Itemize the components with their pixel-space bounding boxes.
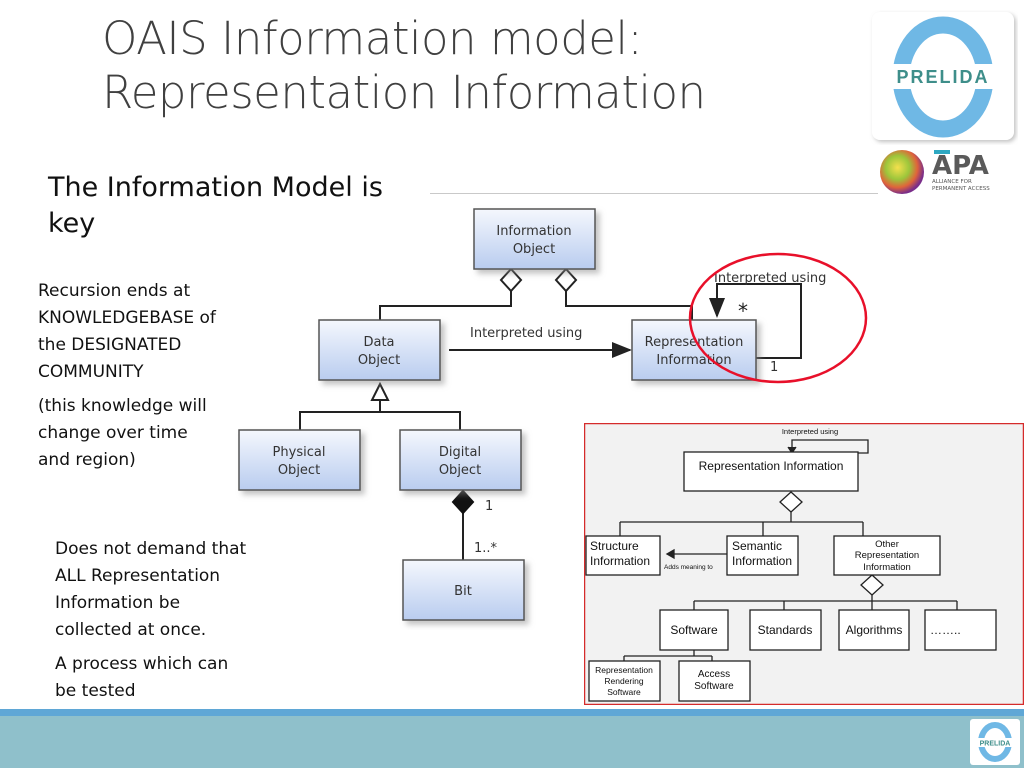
prelida-logo-text: PRELIDA [896, 67, 989, 87]
inset-box-algorithms: Algorithms [838, 609, 910, 651]
inset-box-label: Software [694, 681, 734, 692]
inset-label-adds-meaning: Adds meaning to [664, 564, 713, 571]
slide-title: OAIS Information model: Representation I… [102, 12, 842, 120]
footer-logo-text: PRELIDA [980, 741, 1011, 748]
note-recursion-block: Recursion ends at KNOWLEDGEBASE of the D… [38, 278, 248, 481]
label-interpreted-using: Interpreted using [470, 326, 582, 341]
apa-globe-icon [880, 150, 924, 194]
box-label: Object [439, 463, 481, 478]
box-label: Object [513, 242, 555, 257]
apa-tagline-2: PERMANENT ACCESS [932, 186, 990, 192]
inset-box-representation-information: Representation Information [683, 451, 859, 492]
note-line: (this knowledge will [38, 396, 207, 416]
box-physical-object: Physical Object [238, 429, 361, 491]
diagram-connectors [299, 283, 802, 560]
slide-title-line1: OAIS Information model: [102, 12, 643, 65]
slide-subtitle-line2: key [48, 208, 96, 239]
box-label: Physical [273, 445, 326, 460]
inset-box-label: Information [590, 554, 650, 568]
note-recursion: Recursion ends at KNOWLEDGEBASE of the D… [38, 278, 248, 386]
label-interpreted-using-loop: Interpreted using [714, 271, 826, 286]
box-label: Object [278, 463, 320, 478]
aggregation-diamond [499, 267, 523, 293]
inset-box-ellipsis: …….. [924, 609, 997, 651]
label-multiplicity-star: * [738, 299, 748, 323]
box-label: Data [363, 335, 394, 350]
composition-diamond [451, 489, 475, 515]
note-demand: Does not demand that ALL Representation … [55, 536, 270, 644]
note-line: A process which can [55, 654, 229, 674]
box-label: Information [496, 224, 571, 239]
footer-stripe [0, 709, 1024, 716]
inset-box-semantic-information: Semantic Information [726, 535, 799, 576]
inset-box-label: Access [698, 669, 730, 680]
box-digital-object: Digital Object [399, 429, 522, 491]
inset-box-software: Software [659, 609, 729, 651]
inset-box-label: Representation [595, 665, 653, 675]
label-multiplicity-one: 1 [485, 499, 493, 514]
box-representation-information: Representation Information [631, 319, 757, 381]
inset-box-label: Semantic [732, 539, 782, 553]
box-information-object: Information Object [473, 208, 596, 270]
footer-prelida-logo: PRELIDA [970, 719, 1020, 765]
note-line: Does not demand that [55, 539, 247, 559]
prelida-logo: PRELIDA [872, 12, 1014, 140]
inset-box-label: Information [732, 554, 792, 568]
oais-information-model-diagram: Information Object Data Object Represent… [238, 208, 868, 621]
slide-subtitle-line1: The Information Model is [48, 172, 383, 203]
box-label: Information [656, 353, 731, 368]
note-process: A process which can be tested [55, 651, 270, 705]
note-line: COMMUNITY [38, 362, 144, 382]
inset-box-structure-information: Structure Information [585, 535, 661, 576]
inset-box-label: Information [863, 562, 911, 573]
note-line: KNOWLEDGEBASE of [38, 308, 216, 328]
footer-bar [0, 716, 1024, 768]
inset-box-label: Algorithms [846, 623, 903, 637]
inset-box-label: Standards [758, 623, 813, 637]
generalization-triangle [370, 381, 390, 401]
inset-box-label: Representation [855, 550, 919, 561]
box-bit: Bit [402, 559, 525, 621]
note-line: ALL Representation [55, 566, 221, 586]
inset-box-label: Software [607, 687, 641, 697]
inset-box-access-software: Access Software [678, 660, 751, 702]
note-line: change over time [38, 423, 188, 443]
apa-logo: APA ALLIANCE FOR PERMANENT ACCESS [880, 150, 990, 194]
note-line: and region) [38, 450, 136, 470]
note-demand-block: Does not demand that ALL Representation … [55, 536, 270, 712]
box-data-object: Data Object [318, 319, 441, 381]
note-knowledge-change: (this knowledge will change over time an… [38, 393, 248, 474]
inset-box-label: Structure [590, 539, 639, 553]
inset-box-label: Rendering [604, 676, 643, 686]
slide-subtitle: The Information Model is key [48, 170, 448, 242]
note-line: Recursion ends at [38, 281, 191, 301]
inset-box-label: Other [875, 539, 899, 550]
apa-logo-text: APA [932, 151, 989, 181]
inset-box-label: …….. [930, 623, 961, 637]
note-line: Information be [55, 593, 181, 613]
representation-information-inset-diagram: Interpreted using Representation Informa… [584, 423, 1024, 705]
label-multiplicity-one: 1 [770, 360, 778, 375]
apa-tagline-1: ALLIANCE FOR [932, 179, 972, 185]
inset-box-label: Representation Information [699, 459, 844, 473]
divider-line [430, 193, 878, 194]
inset-label-interpreted-using: Interpreted using [782, 427, 838, 436]
box-label: Digital [439, 445, 481, 460]
highlight-circle [688, 252, 868, 384]
note-line: the DESIGNATED [38, 335, 182, 355]
inset-box-other-representation-information: Other Representation Information [833, 535, 941, 576]
box-label: Representation [645, 335, 744, 350]
label-multiplicity-many: 1..* [474, 541, 498, 556]
box-label: Object [358, 353, 400, 368]
slide-title-line2: Representation Information [102, 66, 706, 119]
inset-box-representation-rendering-software: Representation Rendering Software [588, 660, 661, 702]
inset-box-standards: Standards [749, 609, 822, 651]
inset-box-label: Software [670, 623, 718, 637]
box-label: Bit [454, 584, 472, 599]
note-line: be tested [55, 681, 136, 701]
aggregation-diamond [554, 267, 578, 293]
note-line: collected at once. [55, 620, 207, 640]
